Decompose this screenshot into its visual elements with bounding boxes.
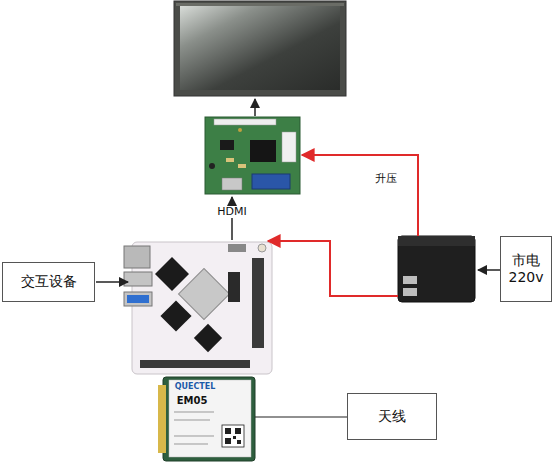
box-text: 交互设备 (21, 273, 77, 291)
annotation-label: 升压 (370, 173, 402, 185)
signal-arrow (254, 99, 256, 116)
power-wire (268, 241, 398, 296)
hdmi-arrow (231, 197, 233, 240)
text-box: 市电 220v (500, 236, 552, 302)
lcd-panel (174, 1, 346, 96)
text-box: 交互设备 (2, 262, 95, 302)
input-arrow (96, 281, 128, 283)
box-text: 天线 (378, 408, 406, 426)
mains-arrow (478, 269, 500, 271)
driver-board (205, 117, 300, 194)
cellular-module (158, 377, 255, 461)
box-text: 市电 220v (503, 252, 549, 287)
annotation-label: QUECTEL (172, 383, 218, 392)
text-box: 天线 (347, 393, 437, 440)
single-board-computer (124, 242, 272, 374)
annotation-label: EM05 (172, 395, 212, 406)
annotation-label: HDMI (214, 206, 250, 218)
power-adapter (398, 236, 475, 302)
boost-power-wire (302, 155, 418, 236)
antenna-wire (255, 416, 347, 417)
